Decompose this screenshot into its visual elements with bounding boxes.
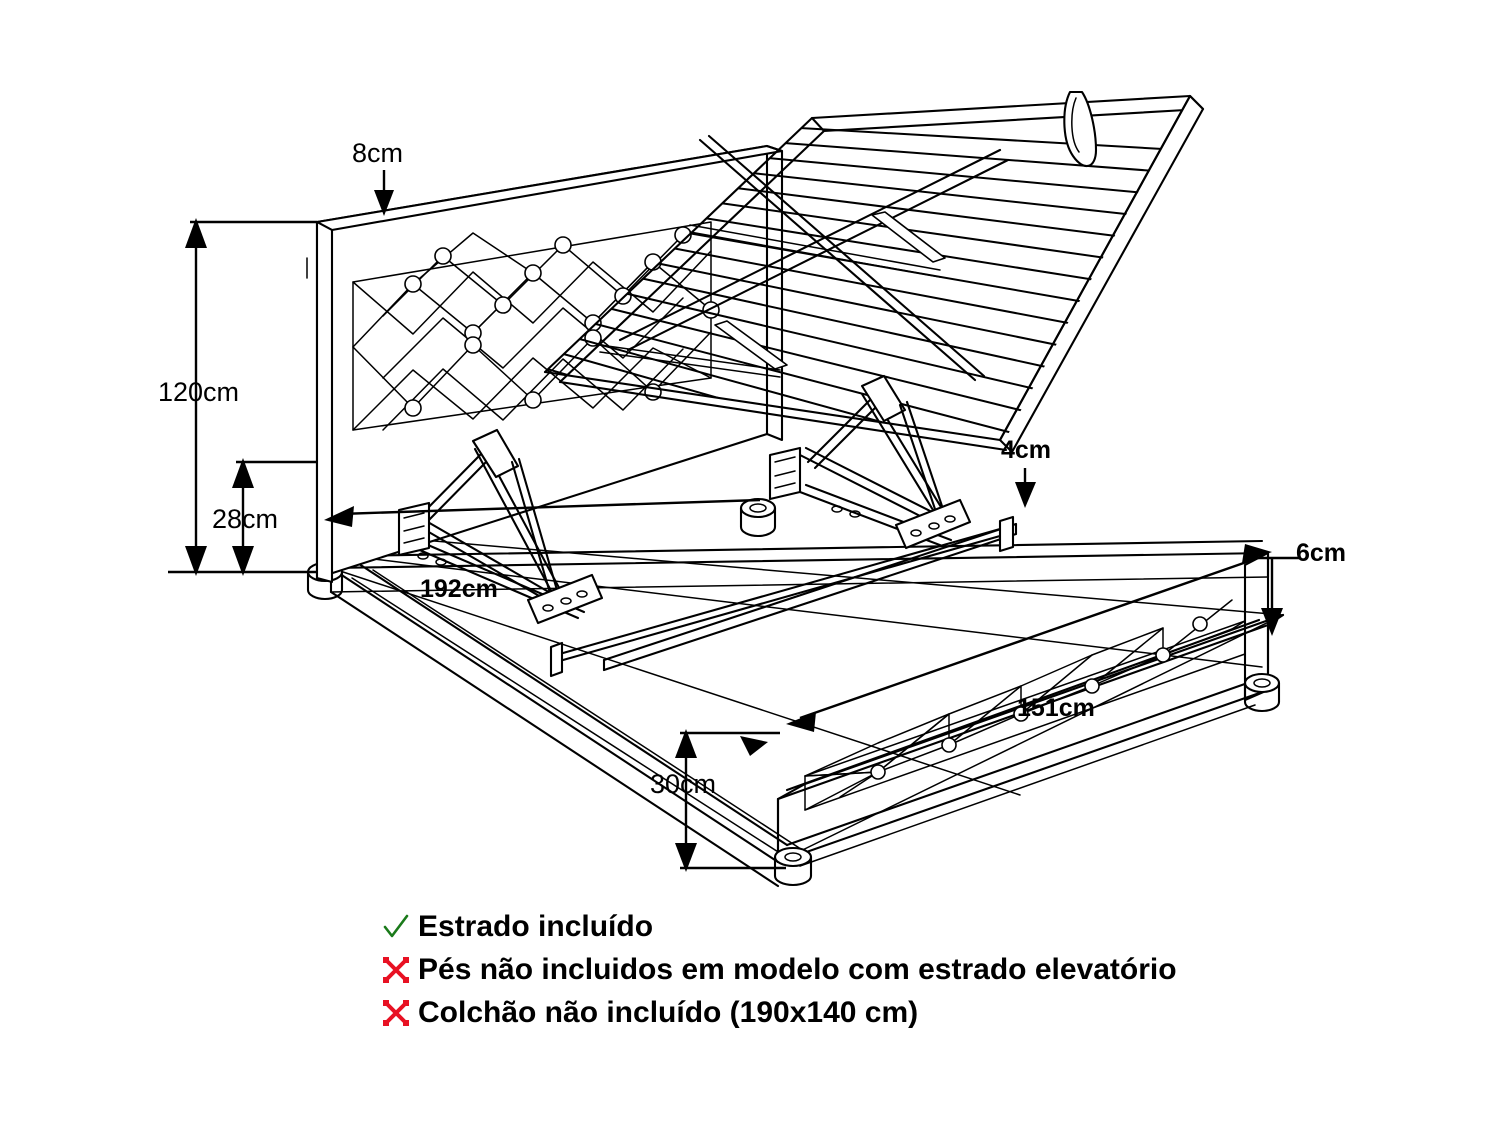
dimension-label-8cm: 8cm bbox=[352, 138, 403, 168]
dimension-label-192cm: 192cm bbox=[420, 575, 498, 603]
legend-item: Pés não incluidos em modelo com estrado … bbox=[374, 948, 1274, 991]
legend: Estrado incluído Pés não incluidos em mo… bbox=[374, 905, 1274, 1034]
dimension-label-28cm: 28cm bbox=[212, 504, 278, 534]
dimension-label-151cm: 151cm bbox=[1017, 694, 1095, 722]
lift-mechanism bbox=[397, 374, 972, 625]
dimension-28cm: 28cm bbox=[212, 458, 317, 576]
headboard bbox=[306, 144, 784, 584]
legend-item-label: Pés não incluidos em modelo com estrado … bbox=[418, 952, 1177, 986]
legend-item: Colchão não incluído (190x140 cm) bbox=[374, 991, 1274, 1034]
legend-item-label: Estrado incluído bbox=[418, 909, 654, 943]
dimension-8cm: 8cm bbox=[352, 138, 403, 216]
legend-item-label: Colchão não incluído (190x140 cm) bbox=[418, 995, 919, 1029]
dimension-label-6cm: 6cm bbox=[1296, 539, 1346, 567]
dimension-6cm: 6cm bbox=[1254, 539, 1346, 636]
dimension-label-30cm: 30cm bbox=[650, 769, 716, 799]
dimension-label-4cm: 4cm bbox=[1001, 436, 1051, 464]
dimension-120cm: 120cm bbox=[158, 218, 317, 576]
dimension-192cm: 192cm bbox=[324, 498, 761, 603]
dimension-151cm: 151cm bbox=[786, 544, 1272, 732]
dimension-4cm: 4cm bbox=[1001, 436, 1051, 508]
legend-item: Estrado incluído bbox=[374, 905, 1274, 948]
cross-icon bbox=[374, 955, 418, 985]
check-icon bbox=[374, 912, 418, 942]
slatted-base-lifted bbox=[543, 90, 1205, 454]
lifting-strap-handle bbox=[1063, 90, 1098, 167]
cross-icon bbox=[374, 998, 418, 1028]
dimension-30cm: 30cm bbox=[650, 729, 786, 872]
footboard-tufting-panel bbox=[804, 599, 1246, 811]
dimension-label-120cm: 120cm bbox=[158, 377, 239, 407]
